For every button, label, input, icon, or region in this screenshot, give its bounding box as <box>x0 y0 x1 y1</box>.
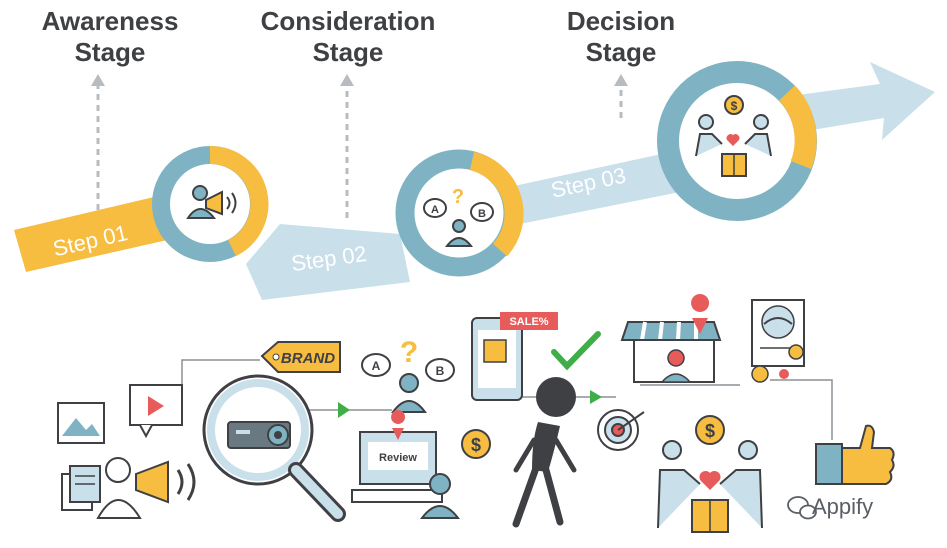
option-a-label: A <box>431 204 439 216</box>
megaphone-person-icon <box>96 457 196 519</box>
awareness-ring <box>152 145 269 262</box>
stage-title-line2: Stage <box>74 37 146 67</box>
review-computer-icon: Review <box>351 410 461 519</box>
option-a-label: A <box>372 359 381 373</box>
megaphone-person-icon <box>186 185 237 219</box>
dollar-sign: $ <box>471 435 481 455</box>
stage-title-line1: Consideration <box>260 6 436 36</box>
growth-arrow <box>790 62 935 140</box>
decision-ring: $ <box>657 61 817 221</box>
video-card-icon <box>129 384 183 439</box>
walking-person-icon <box>512 377 577 528</box>
dollar-sign: $ <box>705 421 715 441</box>
heart-icon <box>726 134 740 146</box>
target-icon <box>597 409 645 451</box>
consideration-stage-title: Consideration Stage <box>238 6 458 68</box>
step-01-ribbon <box>14 196 176 272</box>
handshake-contract-icon <box>751 299 805 383</box>
flow-lines <box>181 359 833 440</box>
stage-title-line1: Awareness <box>41 6 179 36</box>
stage-title-line2: Stage <box>312 37 384 67</box>
review-label: Review <box>379 452 417 464</box>
brand-tag-label: BRAND <box>281 350 335 367</box>
question-mark: ? <box>452 186 464 208</box>
checkmark-icon <box>551 331 601 371</box>
question-person-icon: ? A B <box>423 186 494 247</box>
awareness-stage-title: Awareness Stage <box>0 6 220 68</box>
documents-icon <box>61 465 101 511</box>
consideration-connector-arrowhead <box>340 74 354 86</box>
projector-icon <box>227 421 291 449</box>
option-b-label: B <box>436 364 445 378</box>
awareness-connector-arrowhead <box>91 74 105 86</box>
dollar-sign: $ <box>731 99 738 113</box>
flow-arrow-1 <box>338 402 350 418</box>
location-pin-icon <box>691 294 710 334</box>
stage-title-line1: Decision <box>566 6 676 36</box>
wechat-logo-icon <box>787 496 817 520</box>
question-mark: ? <box>400 336 418 369</box>
store-icon <box>620 294 722 383</box>
flow-arrow-2 <box>590 390 602 404</box>
heart-icon <box>699 470 721 490</box>
consideration-ring: ? A B <box>395 149 524 277</box>
dollar-coin-icon: $ <box>461 429 491 459</box>
question-person-icon: A B ? <box>361 336 455 413</box>
decision-connector-arrowhead <box>614 74 628 86</box>
option-b-label: B <box>478 208 486 220</box>
magnifier-icon <box>202 374 346 522</box>
stage-title-line2: Stage <box>585 37 657 67</box>
sale-tag-label: SALE% <box>509 316 548 328</box>
location-pin-icon <box>391 410 406 440</box>
deal-icon: $ <box>657 415 763 533</box>
step-02-ribbon <box>246 224 410 300</box>
decision-stage-title: Decision Stage <box>511 6 731 68</box>
phone-sale-icon: SALE% <box>471 312 558 401</box>
step-03-ribbon <box>514 150 690 224</box>
image-card-icon <box>57 402 105 444</box>
thumbs-up-icon <box>815 424 895 485</box>
brand-tag: BRAND <box>260 341 341 373</box>
deal-icon: $ <box>695 95 772 177</box>
watermark-text: Appify <box>812 494 874 519</box>
